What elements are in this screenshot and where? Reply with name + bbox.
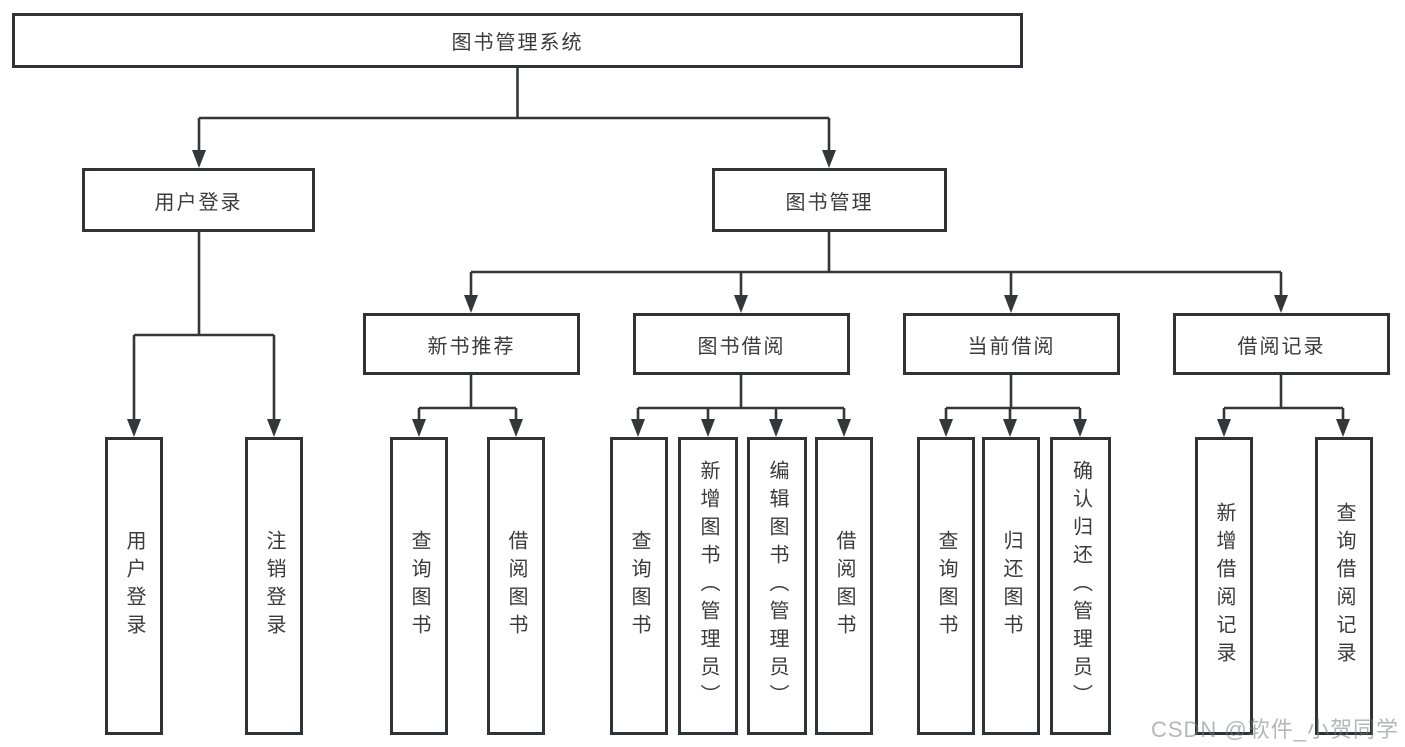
node-label: 查询图书 xyxy=(935,530,957,642)
node-label: 新增借阅记录 xyxy=(1213,502,1235,670)
arrow-down-icon xyxy=(1217,419,1231,437)
arrow-down-icon xyxy=(127,419,141,437)
connector-book-management-children xyxy=(464,232,1288,313)
node-label: 用户登录 xyxy=(154,191,243,214)
node-label: 新书推荐 xyxy=(427,335,516,358)
arrow-down-icon xyxy=(1004,295,1018,313)
arrow-down-icon xyxy=(1003,419,1017,437)
leaf-logout: 注销登录 xyxy=(245,437,303,735)
node-label: 图书管理 xyxy=(785,191,874,214)
node-label: 图书管理系统 xyxy=(451,32,584,54)
leaf-user-login: 用户登录 xyxy=(105,437,163,735)
leaf-borrow-books-borrowing: 借阅图书 xyxy=(815,437,873,735)
watermark: CSDN @软件_小贺同学 xyxy=(1150,717,1399,742)
node-label: 用户登录 xyxy=(123,530,145,642)
leaf-return-books: 归还图书 xyxy=(982,437,1040,735)
arrow-down-icon xyxy=(734,295,748,313)
node-label: 编辑图书（管理员） xyxy=(766,460,788,712)
arrow-down-icon xyxy=(412,419,426,437)
arrow-down-icon xyxy=(1336,419,1350,437)
connector-root-to-level2 xyxy=(192,68,836,168)
node-label: 新增图书（管理员） xyxy=(697,460,719,712)
node-label: 查询图书 xyxy=(628,530,650,642)
leaf-query-books-recommend: 查询图书 xyxy=(390,437,448,735)
leaf-add-borrow-record: 新增借阅记录 xyxy=(1195,437,1253,735)
connector-new-book-children xyxy=(412,375,523,437)
node-book-borrowing: 图书借阅 xyxy=(633,313,850,375)
node-current-borrowing: 当前借阅 xyxy=(903,313,1120,375)
connector-book-borrowing-children xyxy=(631,375,851,437)
arrow-down-icon xyxy=(822,150,836,168)
arrow-down-icon xyxy=(701,419,715,437)
arrow-down-icon xyxy=(267,419,281,437)
arrow-down-icon xyxy=(509,419,523,437)
node-label: 查询借阅记录 xyxy=(1333,502,1355,670)
connector-user-login-children xyxy=(127,232,281,437)
arrow-down-icon xyxy=(769,419,783,437)
arrow-down-icon xyxy=(837,419,851,437)
connector-current-borrowing-children xyxy=(939,375,1087,437)
node-user-login: 用户登录 xyxy=(82,168,315,232)
node-book-management: 图书管理 xyxy=(712,168,947,232)
connector-borrow-records-children xyxy=(1217,375,1350,437)
leaf-query-books-current: 查询图书 xyxy=(917,437,975,735)
node-label: 确认归还（管理员） xyxy=(1069,460,1092,712)
leaf-borrow-books-recommend: 借阅图书 xyxy=(487,437,545,735)
node-label: 借阅记录 xyxy=(1237,335,1326,358)
arrow-down-icon xyxy=(192,150,206,168)
node-label: 查询图书 xyxy=(408,530,430,642)
arrow-down-icon xyxy=(1073,419,1087,437)
node-label: 借阅图书 xyxy=(833,530,855,642)
node-borrowing-records: 借阅记录 xyxy=(1173,313,1390,375)
node-new-book-recommend: 新书推荐 xyxy=(363,313,580,375)
arrow-down-icon xyxy=(939,419,953,437)
node-label: 图书借阅 xyxy=(697,335,786,358)
node-label: 借阅图书 xyxy=(505,530,527,642)
node-label: 当前借阅 xyxy=(967,335,1056,358)
arrow-down-icon xyxy=(631,419,645,437)
arrow-down-icon xyxy=(1274,295,1288,313)
leaf-query-books-borrowing: 查询图书 xyxy=(610,437,668,735)
node-label: 注销登录 xyxy=(263,530,285,642)
leaf-query-borrow-record: 查询借阅记录 xyxy=(1315,437,1373,735)
leaf-add-books-admin: 新增图书（管理员） xyxy=(678,437,738,735)
node-label: 归还图书 xyxy=(1000,530,1022,642)
arrow-down-icon xyxy=(464,295,478,313)
leaf-confirm-return-admin: 确认归还（管理员） xyxy=(1050,437,1111,735)
leaf-edit-books-admin: 编辑图书（管理员） xyxy=(747,437,807,735)
node-root: 图书管理系统 xyxy=(12,13,1023,68)
